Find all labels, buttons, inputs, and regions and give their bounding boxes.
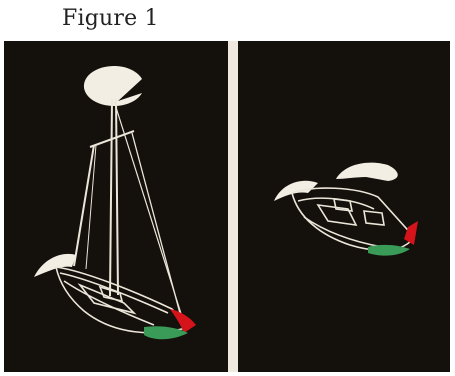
panel-divider [228, 41, 238, 372]
figure-illustration [4, 41, 450, 372]
green-sidelight [144, 326, 188, 339]
panel-left-sailboat [4, 41, 228, 372]
figure-caption: Figure 1 [62, 6, 159, 31]
panel-right-sailboat [238, 41, 450, 372]
sailboat-bow-illustration [238, 41, 450, 372]
hull-outline-right [292, 188, 414, 250]
stern-white-light [34, 254, 76, 277]
sailboat-side-illustration [4, 41, 228, 372]
white-light-right [336, 163, 398, 181]
red-sidelight-right [404, 221, 418, 245]
